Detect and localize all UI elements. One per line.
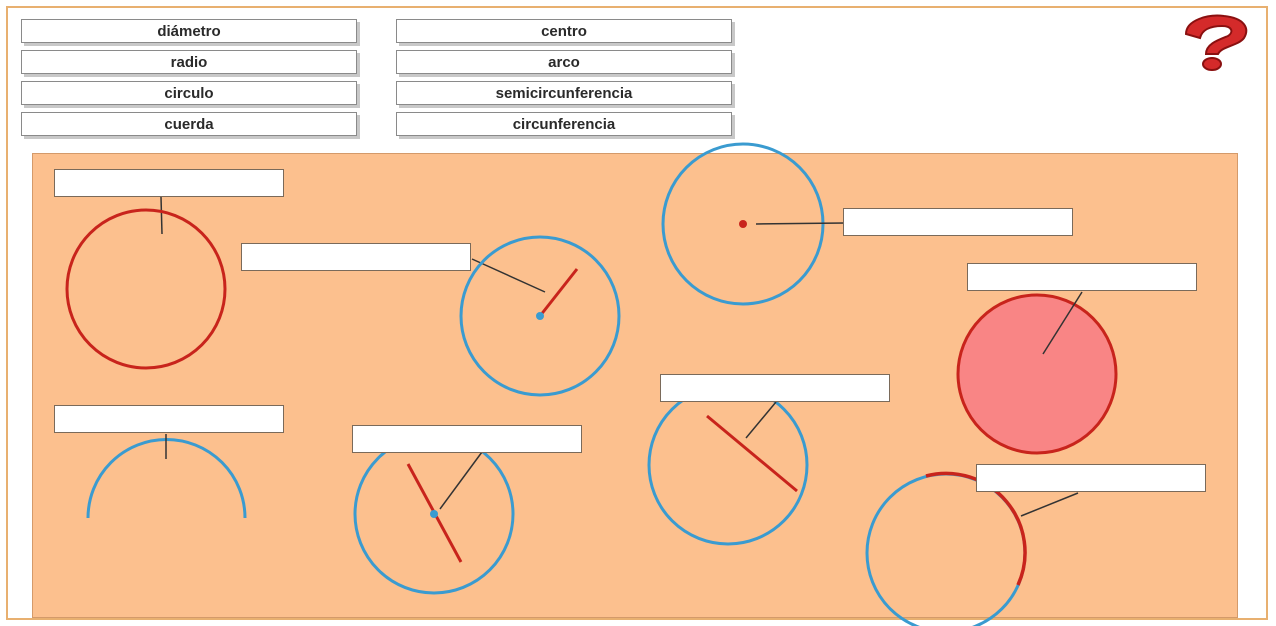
answer-slot-4[interactable] [967, 263, 1197, 291]
help-button[interactable] [1178, 14, 1254, 72]
word-arco[interactable]: arco [396, 50, 732, 74]
word-centro[interactable]: centro [396, 19, 732, 43]
answer-slot-2[interactable] [241, 243, 471, 271]
word-cuerda[interactable]: cuerda [21, 112, 357, 136]
word-radio[interactable]: radio [21, 50, 357, 74]
answer-slot-8[interactable] [976, 464, 1206, 492]
answer-slot-6[interactable] [352, 425, 582, 453]
word-circulo[interactable]: circulo [21, 81, 357, 105]
answer-slot-3[interactable] [843, 208, 1073, 236]
question-mark-icon [1184, 14, 1248, 71]
answer-slot-1[interactable] [54, 169, 284, 197]
word-circunferencia[interactable]: circunferencia [396, 112, 732, 136]
word-semicircunferencia[interactable]: semicircunferencia [396, 81, 732, 105]
answer-slot-7[interactable] [660, 374, 890, 402]
answer-slot-5[interactable] [54, 405, 284, 433]
word-diametro[interactable]: diámetro [21, 19, 357, 43]
